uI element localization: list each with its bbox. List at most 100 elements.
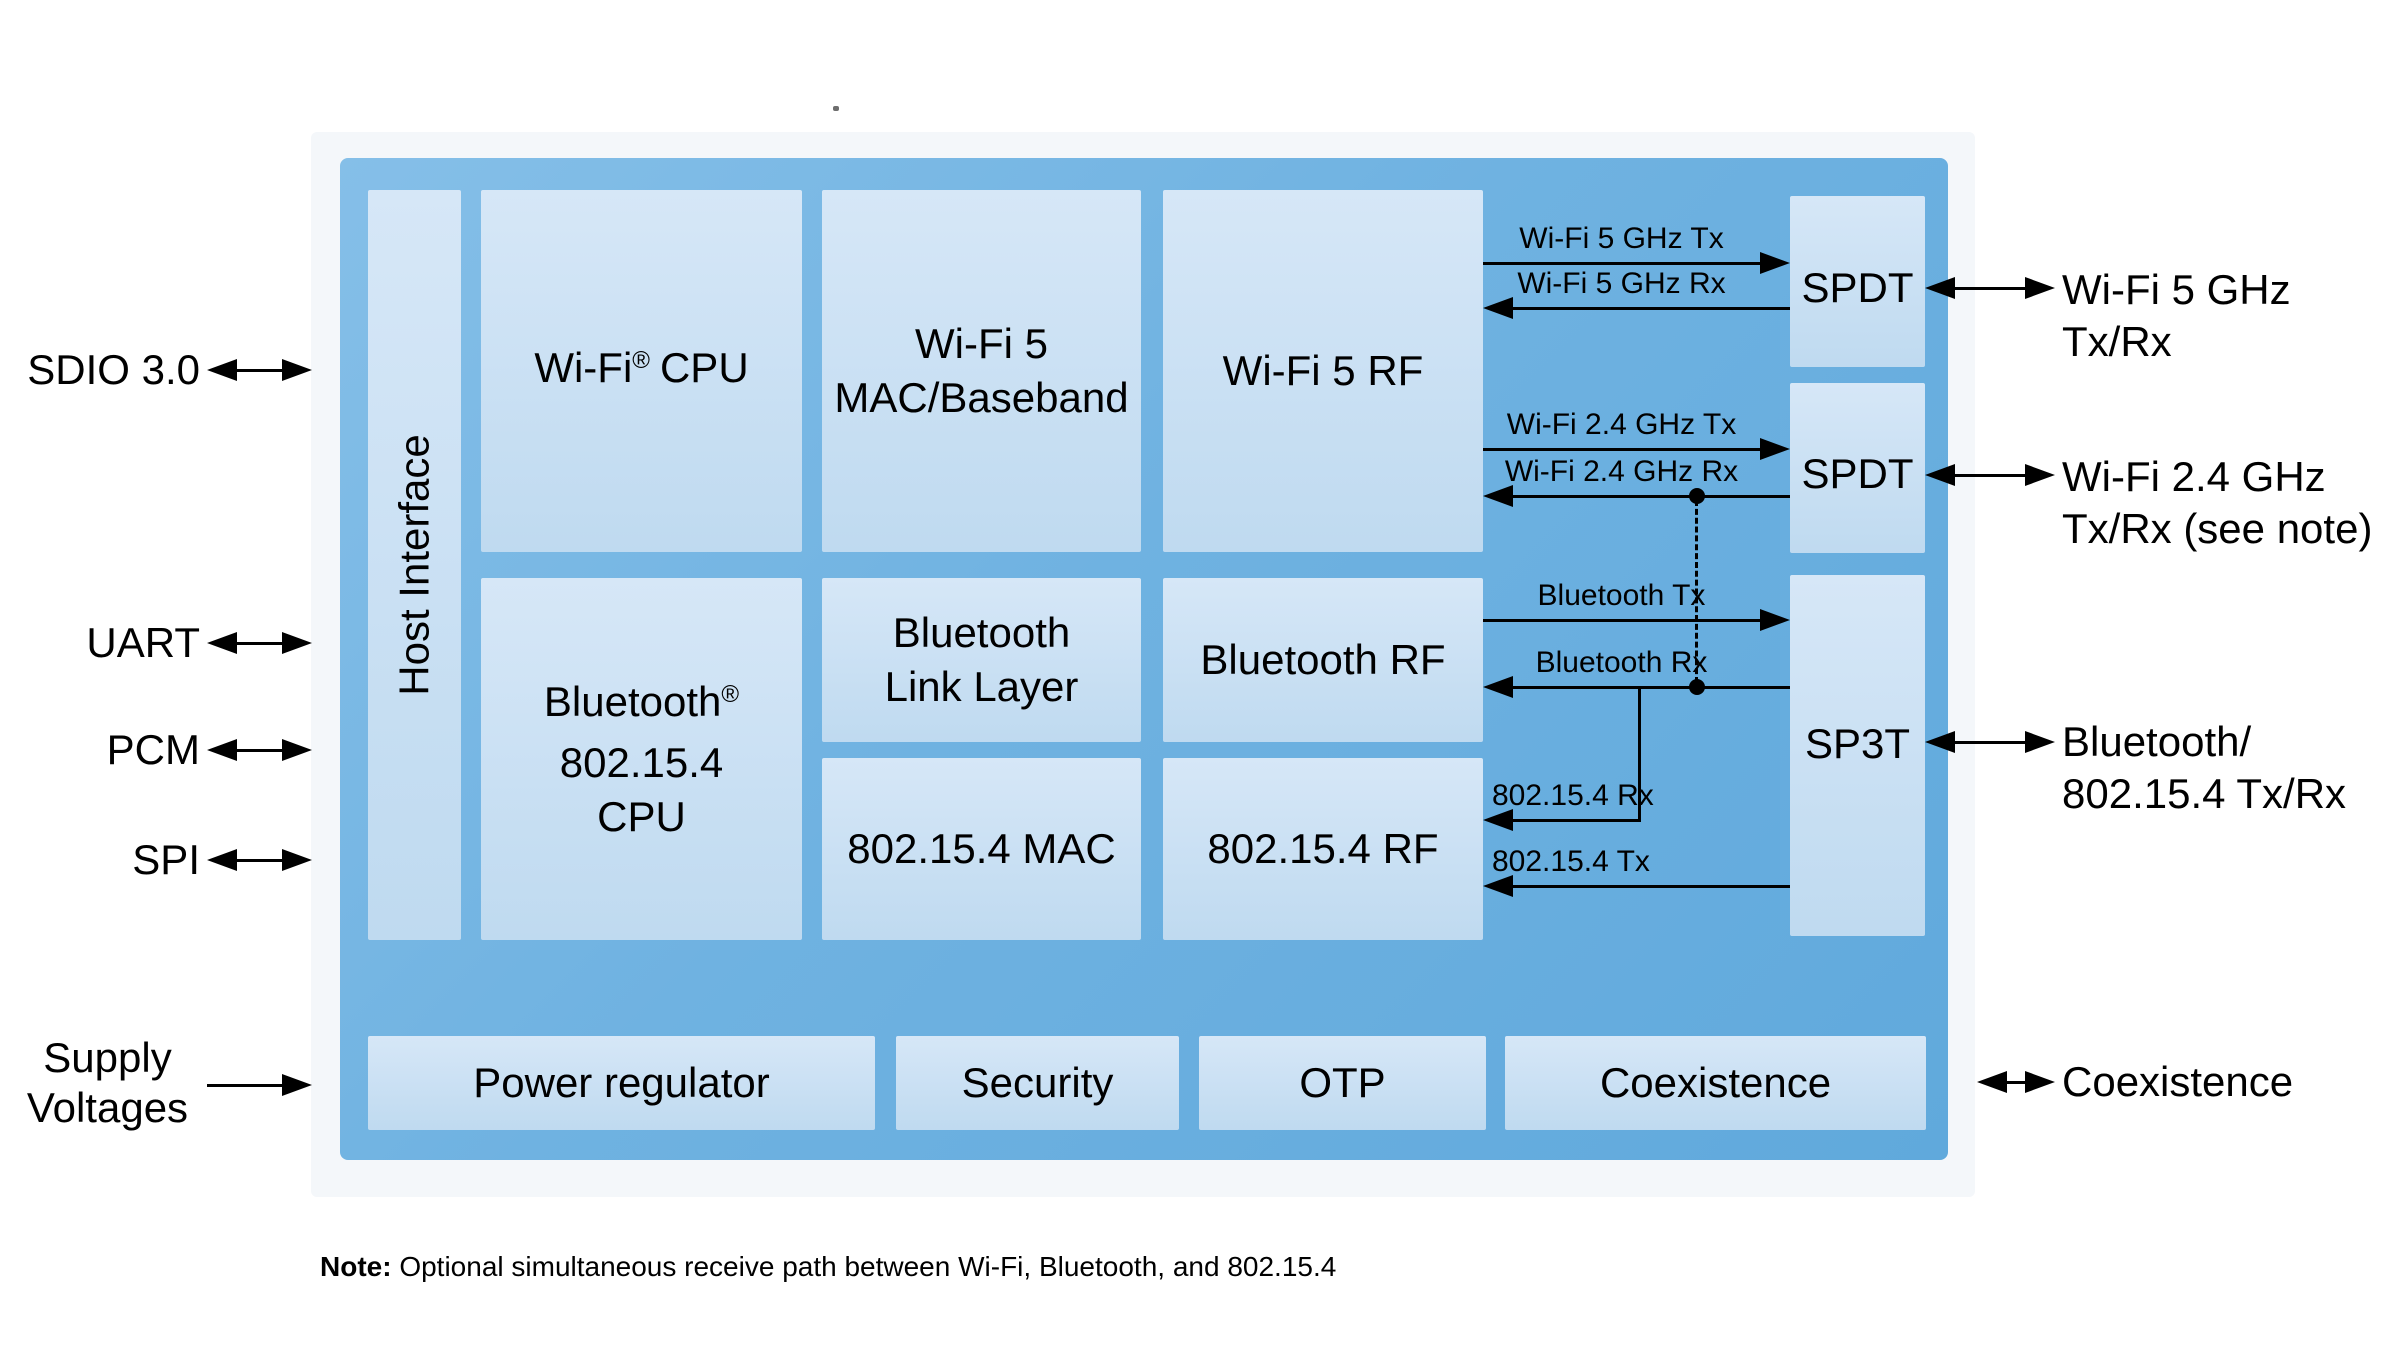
port-label-sdio: SDIO 3.0	[27, 346, 200, 393]
connector-coexistence	[2001, 1081, 2025, 1084]
block-label: 802.15.4 RF	[1207, 825, 1439, 872]
block-label: Link Layer	[884, 663, 1079, 710]
block-otp: OTP	[1199, 1036, 1486, 1130]
block-wifi-cpu: Wi-Fi®CPU	[481, 190, 802, 552]
block-sp3t: SP3T	[1790, 575, 1925, 936]
signal-label-bt-tx: Bluetooth Tx	[1537, 579, 1706, 612]
block-wifi5-rf: Wi-Fi 5 RF	[1163, 190, 1483, 552]
arrowhead-left-icon	[207, 739, 237, 761]
connector-wifi5-rx	[1490, 307, 1790, 310]
block-label: Wi-Fi®CPU	[534, 343, 749, 391]
block-spdt-24ghz: SPDT	[1790, 383, 1925, 553]
connector-rx-branch	[1638, 687, 1641, 821]
port-label-supply-voltages: Supply Voltages	[26, 1034, 189, 1131]
arrowhead-right-icon	[2025, 277, 2055, 299]
block-label: 802.15.4	[559, 738, 724, 786]
signal-label-wifi24-rx: Wi-Fi 2.4 GHz Rx	[1504, 455, 1739, 488]
block-label: Bluetooth®	[543, 677, 740, 725]
signal-label-wifi24-tx: Wi-Fi 2.4 GHz Tx	[1506, 408, 1737, 441]
junction-dot	[1689, 488, 1705, 504]
block-802154-rf: 802.15.4 RF	[1163, 758, 1483, 940]
signal-label-802154-tx: 802.15.4 Tx	[1492, 845, 1650, 878]
arrowhead-right-icon	[1760, 252, 1790, 274]
connector-uart	[230, 642, 282, 645]
block-label: 802.15.4 MAC	[847, 825, 1116, 872]
block-label: MAC/Baseband	[834, 374, 1129, 421]
signal-label-802154-rx: 802.15.4 Rx	[1492, 779, 1654, 812]
block-bluetooth-rf: Bluetooth RF	[1163, 578, 1483, 742]
arrowhead-left-icon	[207, 632, 237, 654]
block-label: SPDT	[1801, 450, 1914, 497]
arrowhead-left-icon	[207, 849, 237, 871]
block-label: Security	[961, 1059, 1114, 1106]
arrowhead-left-icon	[1925, 731, 1955, 753]
arrowhead-right-icon	[282, 1074, 312, 1096]
arrowhead-left-icon	[207, 359, 237, 381]
port-label-uart: UART	[86, 619, 200, 666]
block-label: Power regulator	[473, 1059, 770, 1106]
arrowhead-left-icon	[1483, 809, 1513, 831]
block-spdt-5ghz: SPDT	[1790, 196, 1925, 367]
block-label: SP3T	[1804, 719, 1911, 767]
connector-bt-tx	[1483, 619, 1760, 622]
arrowhead-right-icon	[2025, 464, 2055, 486]
connector-spi	[230, 859, 282, 862]
footnote-label: Note:	[320, 1251, 392, 1282]
arrowhead-left-icon	[1483, 875, 1513, 897]
block-label: Wi-Fi 5 RF	[1222, 347, 1424, 394]
connector-ant-24ghz	[1949, 474, 2025, 477]
port-label-wifi24-ant: Wi-Fi 2.4 GHz Tx/Rx (see note)	[2062, 453, 2373, 552]
block-label: Wi-Fi 5	[915, 320, 1048, 367]
arrowhead-left-icon	[1483, 676, 1513, 698]
signal-label-bt-rx: Bluetooth Rx	[1535, 646, 1708, 679]
block-host-interface: Host Interface	[368, 190, 461, 940]
block-label: OTP	[1299, 1059, 1386, 1106]
connector-pcm	[230, 749, 282, 752]
arrowhead-left-icon	[1925, 464, 1955, 486]
arrowhead-left-icon	[1925, 277, 1955, 299]
block-label: CPU	[597, 792, 686, 840]
block-label: SPDT	[1801, 263, 1914, 311]
signal-label-wifi5-tx: Wi-Fi 5 GHz Tx	[1519, 222, 1724, 255]
port-label-pcm: PCM	[106, 726, 200, 773]
block-wifi5-mac-baseband: Wi-Fi 5 MAC/Baseband	[822, 190, 1141, 552]
block-coexistence: Coexistence	[1505, 1036, 1926, 1130]
block-label: Bluetooth	[892, 609, 1071, 656]
junction-dot	[1689, 679, 1705, 695]
connector-ant-5ghz	[1949, 287, 2025, 290]
arrowhead-right-icon	[2025, 1071, 2055, 1093]
arrowhead-right-icon	[282, 632, 312, 654]
footnote: Note: Optional simultaneous receive path…	[320, 1250, 1336, 1284]
registered-mark: ®	[721, 680, 740, 708]
block-power-regulator: Power regulator	[368, 1036, 875, 1130]
block-label: Host Interface	[390, 434, 438, 696]
block-security: Security	[896, 1036, 1179, 1130]
arrowhead-right-icon	[1760, 438, 1790, 460]
connector-802154-tx	[1513, 885, 1790, 888]
arrowhead-left-icon	[1483, 297, 1513, 319]
arrowhead-right-icon	[1760, 609, 1790, 631]
optional-rx-dashed-path	[1695, 500, 1698, 683]
stray-dot	[833, 106, 839, 111]
connector-ant-bt	[1949, 741, 2025, 744]
arrowhead-left-icon	[1977, 1071, 2007, 1093]
port-label-coexistence: Coexistence	[2062, 1058, 2294, 1105]
arrowhead-right-icon	[282, 739, 312, 761]
connector-wifi24-tx	[1483, 448, 1760, 451]
arrowhead-right-icon	[2025, 731, 2055, 753]
signal-label-wifi5-rx: Wi-Fi 5 GHz Rx	[1517, 267, 1726, 300]
connector-wifi24-rx	[1490, 495, 1790, 498]
footnote-text: Optional simultaneous receive path betwe…	[391, 1251, 1337, 1282]
block-bluetooth-cpu: Bluetooth® 802.15.4 CPU	[481, 578, 802, 940]
arrowhead-left-icon	[1483, 485, 1513, 507]
arrowhead-right-icon	[282, 849, 312, 871]
registered-mark: ®	[632, 346, 650, 374]
block-802154-mac: 802.15.4 MAC	[822, 758, 1141, 940]
connector-802154-rx	[1513, 819, 1641, 822]
connector-supply	[207, 1084, 282, 1087]
port-label-bt-ant: Bluetooth/ 802.15.4 Tx/Rx	[2062, 718, 2347, 817]
connector-sdio	[230, 369, 282, 372]
block-label: Coexistence	[1599, 1059, 1832, 1106]
block-bluetooth-link-layer: Bluetooth Link Layer	[822, 578, 1141, 742]
